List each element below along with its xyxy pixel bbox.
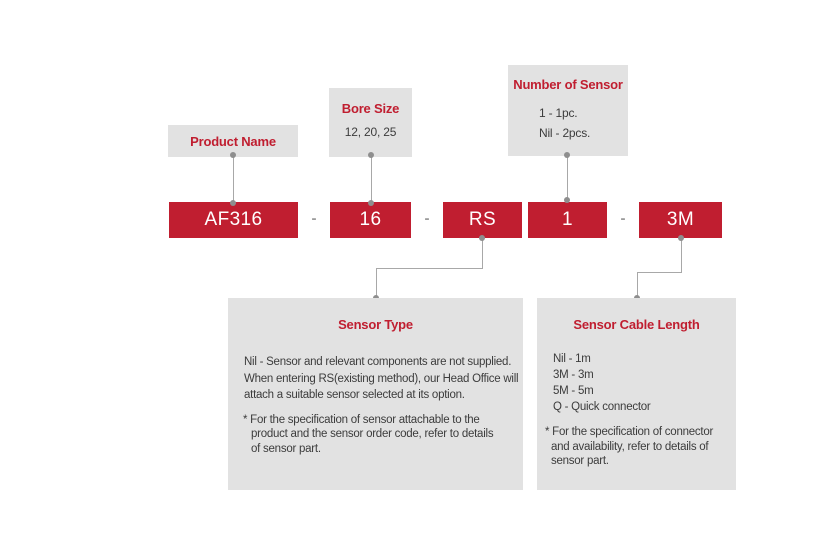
option-line: 3M - 3m [553,369,594,381]
sensor-cable-length-note: * For the specification of connector and… [537,425,736,469]
sensor-type-title: Sensor Type [338,317,413,332]
code-separator-dash: - [424,210,430,227]
option-line: Nil - 1m [553,353,591,365]
connector-dot [230,200,236,206]
description-line: When entering RS(existing method), our H… [244,372,519,385]
code-separator-dash: - [620,210,626,227]
sensor-type-callout: Sensor Type Nil - Sensor and relevant co… [228,298,523,490]
connector-line-vertical [233,155,234,203]
code-separator-dash: - [311,210,317,227]
code-segment-product: AF316 [169,202,298,238]
number-of-sensor-callout: Number of Sensor 1 - 1pc. Nil - 2pcs. [508,65,628,156]
code-segment-bore: 16 [330,202,411,238]
product-name-title: Product Name [190,133,276,149]
connector-dot [368,200,374,206]
bore-size-title: Bore Size [341,101,400,116]
note-line: of sensor part. [251,442,321,455]
connector-dot [564,197,570,203]
option-line: Nil - 2pcs. [539,126,591,140]
sensor-cable-length-title: Sensor Cable Length [573,317,700,332]
note-line: * For the specification of sensor attach… [243,413,480,426]
description-line: attach a suitable sensor selected at its… [244,389,465,401]
connector-line-vertical [376,269,377,298]
connector-dot [678,235,684,241]
option-line: 1 - 1pc. [539,106,578,120]
connector-dot [564,152,570,158]
sensor-type-note: * For the specification of sensor attach… [228,413,523,457]
connector-line-horizontal [637,272,682,273]
bore-size-callout: Bore Size 12, 20, 25 [329,88,412,157]
connector-dot [230,152,236,158]
sensor-cable-length-options: Nil - 1m 3M - 3m 5M - 5m Q - Quick conne… [537,351,736,415]
connector-line-vertical [371,155,372,203]
sensor-cable-length-callout: Sensor Cable Length Nil - 1m 3M - 3m 5M … [537,298,736,490]
option-line: Q - Quick connector [553,401,651,413]
code-segment-cable-length: 3M [639,202,722,238]
note-line: product and the sensor order code, refer… [251,428,494,440]
connector-line-vertical [681,238,682,273]
connector-line-vertical [637,273,638,298]
connector-line-horizontal [376,268,483,269]
note-line: * For the specification of connector [545,426,714,438]
note-line: sensor part. [551,455,609,467]
code-segment-sensor-count: 1 [528,202,607,238]
connector-line-vertical [567,155,568,200]
product-name-callout: Product Name [168,125,298,157]
bore-size-values: 12, 20, 25 [344,125,397,139]
number-of-sensor-options: 1 - 1pc. Nil - 2pcs. [508,103,628,143]
connector-dot [368,152,374,158]
number-of-sensor-title: Number of Sensor [513,77,623,92]
note-line: and availability, refer to details of [551,440,709,453]
option-line: 5M - 5m [553,385,594,397]
code-segment-sensor-type: RS [443,202,522,238]
connector-line-vertical [482,238,483,269]
description-line: Nil - Sensor and relevant components are… [244,356,512,368]
connector-dot [479,235,485,241]
sensor-type-description: Nil - Sensor and relevant components are… [228,354,523,404]
